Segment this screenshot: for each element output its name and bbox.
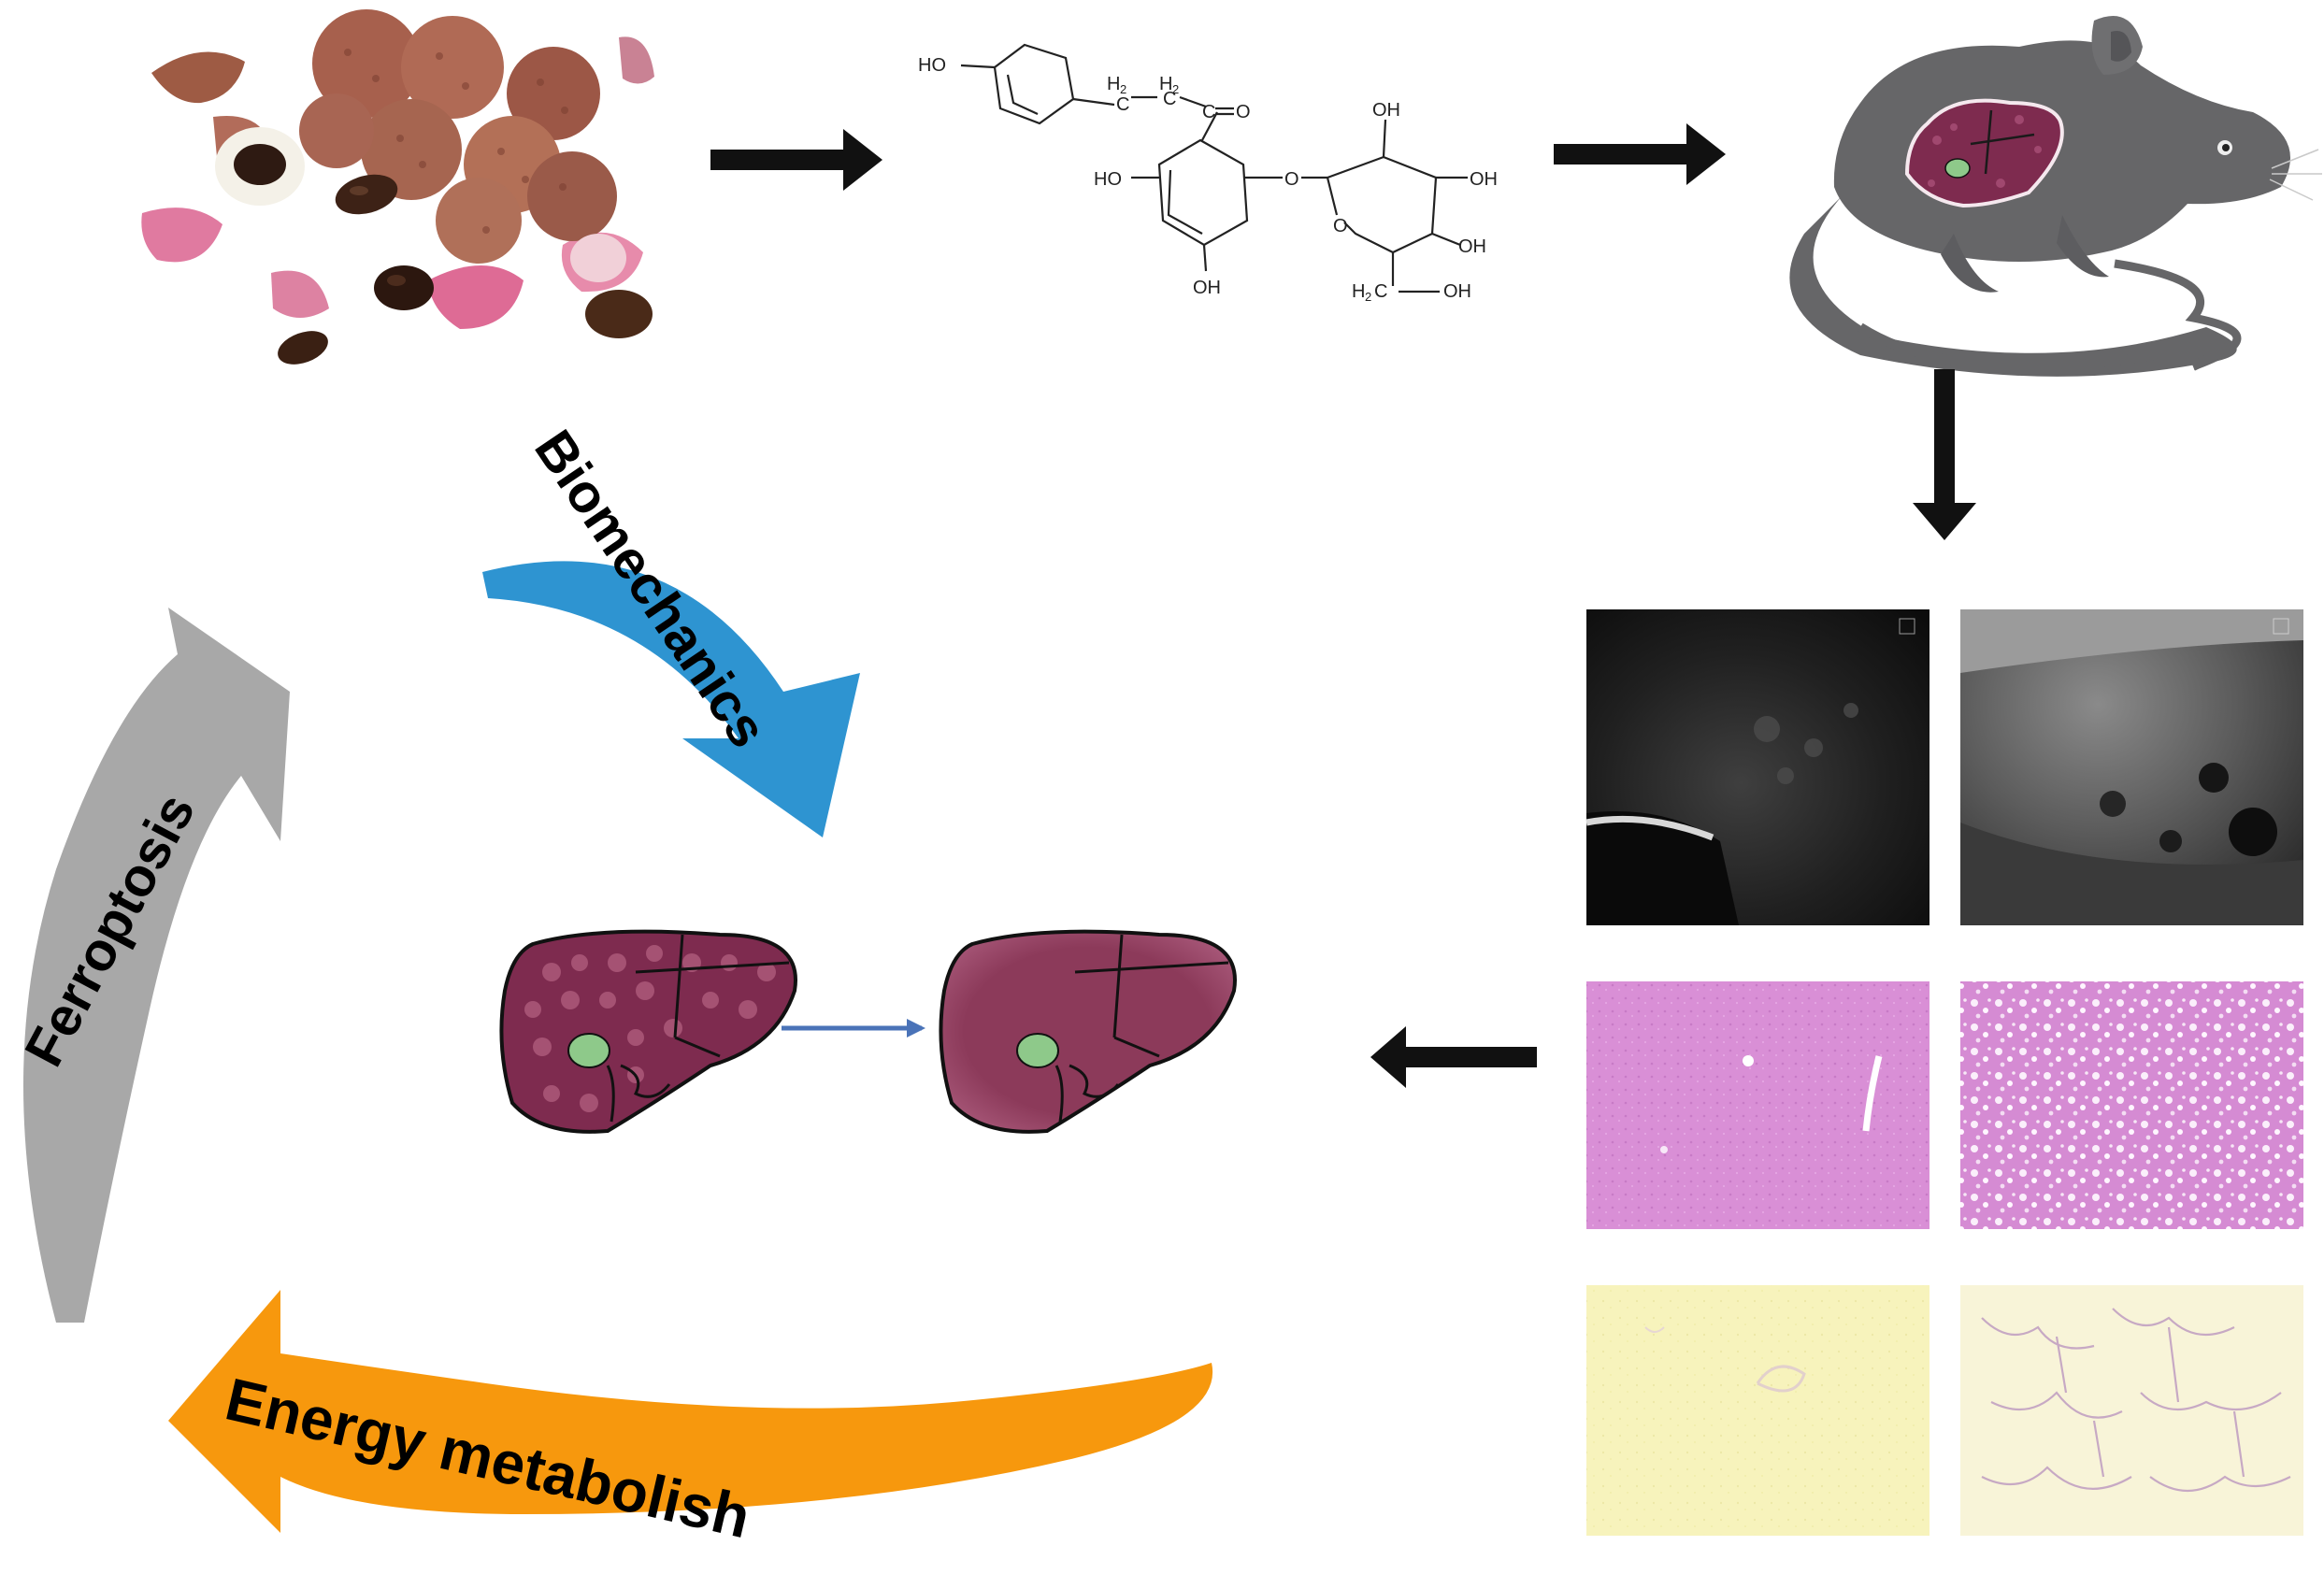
chemical-labels: HO H 2 C H 2 C C O HO OH O O OH OH OH H … (918, 55, 1498, 304)
label-sugar-oh-lower: OH (1458, 236, 1486, 257)
label-phenol-oh: HO (918, 55, 946, 76)
label-ch2a-c: C (1116, 94, 1129, 115)
lychee-peeled-flesh (215, 127, 626, 282)
flow-arrow-2 (1554, 123, 1726, 185)
biomechanics-arrow (482, 561, 860, 837)
label-ring-o: O (1333, 216, 1348, 236)
label-sugar-oh-top: OH (1372, 100, 1400, 121)
he-stain-panel-model (1960, 981, 2303, 1229)
label-ch2a-h: H (1107, 74, 1120, 94)
mouse-whiskers (2269, 149, 2322, 201)
label-ch2b-h: H (1159, 74, 1172, 94)
label-carbonyl-c: C (1202, 102, 1215, 122)
sirius-stain-panel-model (1960, 1285, 2303, 1536)
lychee-fruits (299, 9, 617, 264)
label-ch2oh-oh: OH (1443, 281, 1471, 302)
label-ch2oh-h: H (1352, 281, 1365, 302)
sugar-ring (1326, 119, 1468, 293)
central-ring (1157, 138, 1249, 247)
liver-healthy (939, 929, 1237, 1134)
mouse-liver (1904, 98, 2064, 208)
flow-arrow-left (1370, 1026, 1537, 1088)
ferroptosis-arrow (23, 608, 290, 1323)
label-ether-o: O (1284, 169, 1299, 190)
label-carbonyl-o: O (1236, 102, 1251, 122)
label-ch2b-sub: 2 (1172, 82, 1179, 96)
label-ch2b-c: C (1163, 89, 1176, 109)
sirius-stain-panel-control (1586, 1285, 1929, 1536)
flow-arrow-1 (710, 129, 882, 191)
liver-fatty (499, 929, 797, 1134)
label-ch2a-sub: 2 (1120, 82, 1126, 96)
mouse-illustration (1789, 15, 2322, 377)
label-ch2oh-sub: 2 (1365, 290, 1371, 304)
flow-arrow-down (1913, 369, 1976, 540)
label-sugar-oh-right: OH (1470, 169, 1498, 190)
phenol-ring (993, 43, 1075, 125)
lychee-photo (141, 9, 654, 365)
he-stain-panel-control (1586, 981, 1929, 1229)
chemical-structure: HO H 2 C H 2 C C O HO OH O O OH OH OH H … (918, 43, 1498, 304)
ultrasound-panel-model (1960, 609, 2303, 925)
label-ring-ho: HO (1094, 169, 1122, 190)
label-ring-oh-bottom: OH (1193, 278, 1221, 298)
lychee-seeds (278, 174, 653, 365)
label-ch2oh-c: C (1374, 281, 1387, 302)
ultrasound-panel-control (1585, 609, 1929, 925)
energy-metabolism-arrow (168, 1290, 1213, 1533)
